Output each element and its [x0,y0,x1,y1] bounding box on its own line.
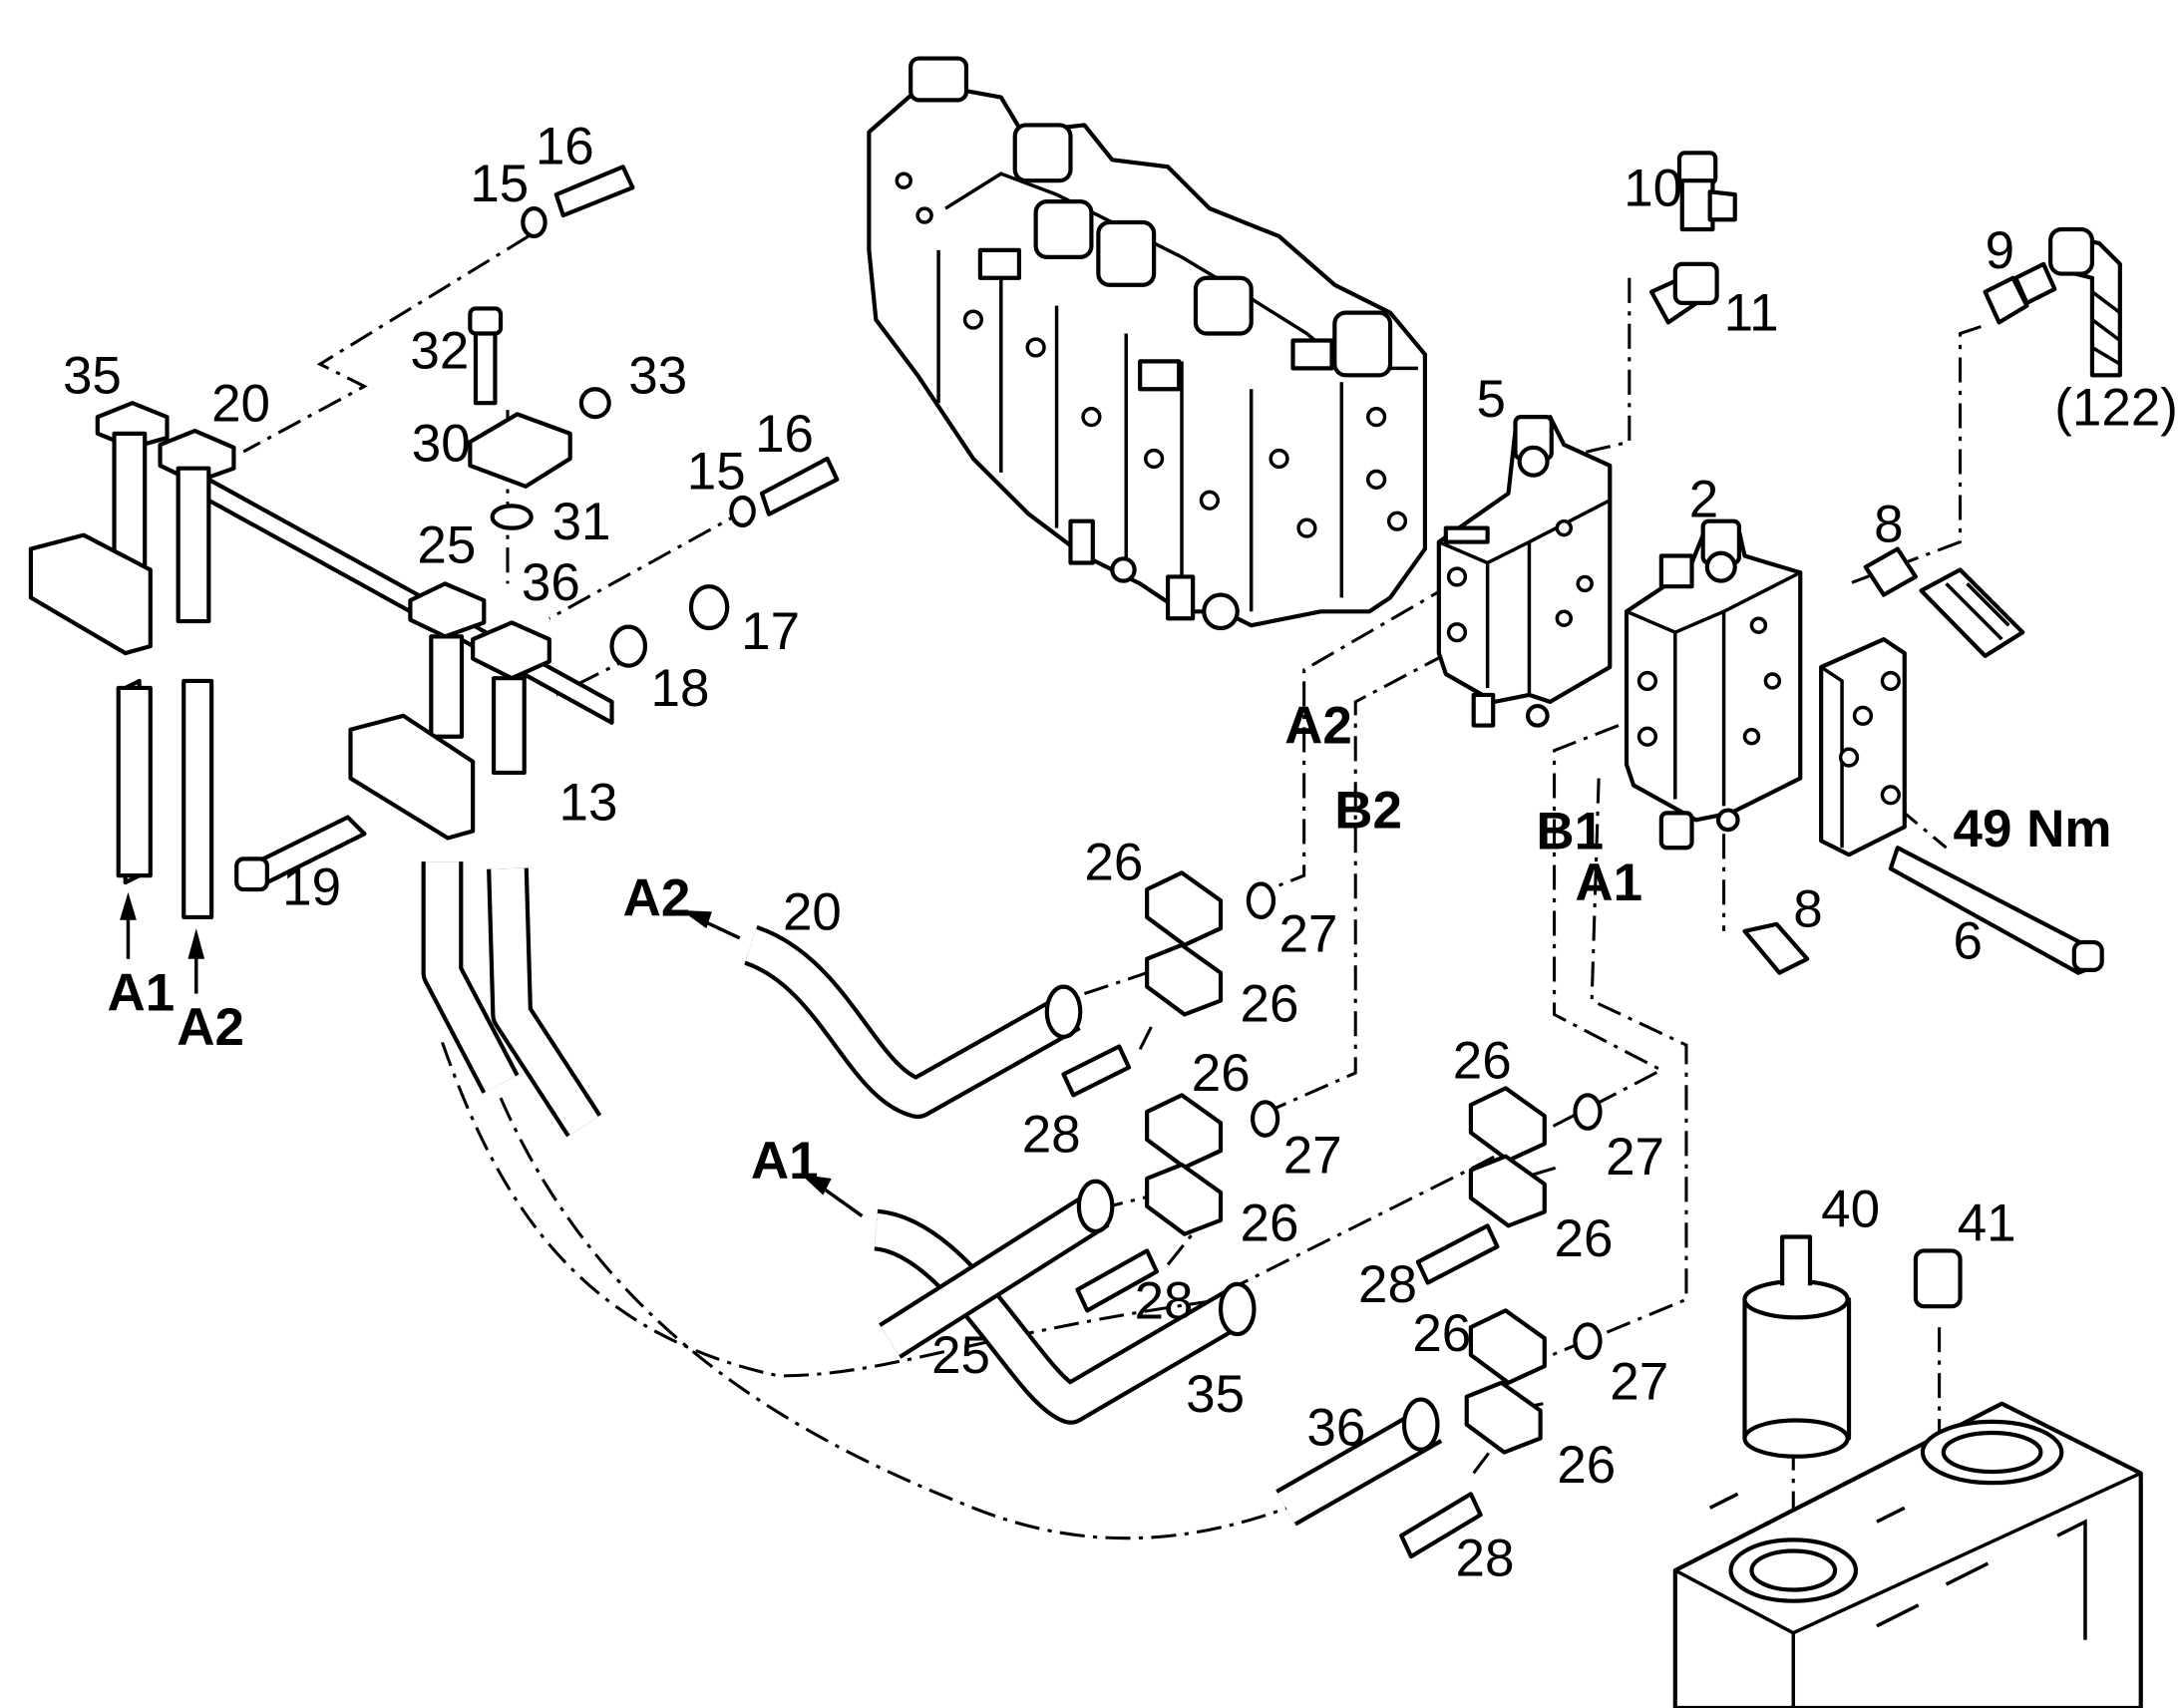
label-122: (122) [2054,379,2178,438]
label-A2: A2 [623,869,691,928]
flange-clamps [1061,870,1603,1559]
label-10: 10 [1624,159,1682,217]
label-torque: 49 Nm [1954,800,2112,858]
part-labels: 16 15 10 11 9 (122) 35 20 32 33 30 5 16 … [63,117,2178,1587]
label-25: 25 [931,1326,990,1385]
label-33: 33 [628,346,687,405]
label-28: 28 [1456,1530,1515,1588]
label-15: 15 [687,443,746,502]
label-36: 36 [1306,1399,1365,1458]
fittings [1649,151,2122,975]
label-26: 26 [1412,1304,1471,1363]
label-A1: A1 [108,963,176,1022]
label-26: 26 [1241,974,1299,1033]
label-26: 26 [1453,1032,1512,1091]
label-8: 8 [1793,880,1822,939]
label-28: 28 [1135,1272,1194,1331]
label-31: 31 [552,493,611,551]
label-18: 18 [651,659,710,718]
main-control-valve-block [867,56,1428,631]
label-40: 40 [1821,1181,1880,1239]
label-15: 15 [470,155,529,213]
label-27: 27 [1283,1126,1342,1185]
label-9: 9 [1986,221,2014,280]
label-28: 28 [1358,1255,1417,1314]
label-26: 26 [1555,1209,1614,1268]
label-20: 20 [783,882,842,941]
label-35: 35 [63,346,122,405]
label-26: 26 [1241,1195,1299,1253]
label-B2: B2 [1334,782,1402,841]
label-17: 17 [741,602,800,661]
label-26: 26 [1084,833,1143,891]
label-8: 8 [1874,496,1903,554]
label-41: 41 [1958,1195,2016,1253]
label-26: 26 [1192,1044,1251,1103]
label-19: 19 [282,857,341,916]
label-6: 6 [1954,912,1983,971]
label-13: 13 [559,773,618,832]
label-36: 36 [522,553,580,612]
label-27: 27 [1610,1353,1668,1412]
label-16: 16 [755,405,814,464]
label-30: 30 [412,415,471,474]
valve-section-2 [1624,518,1803,851]
label-28: 28 [1022,1105,1081,1164]
tubes [421,861,1443,1527]
label-35: 35 [1186,1365,1245,1424]
left-mounting-assembly [28,401,614,920]
label-5: 5 [1476,370,1505,429]
label-20: 20 [211,374,270,433]
label-27: 27 [1279,905,1338,964]
label-A2: A2 [177,998,244,1057]
label-A1: A1 [751,1132,819,1191]
label-A2: A2 [1284,697,1352,756]
label-16: 16 [536,117,594,175]
label-A1: A1 [1575,854,1642,912]
label-26: 26 [1557,1436,1616,1495]
label-25: 25 [417,515,476,574]
label-27: 27 [1606,1128,1664,1187]
cover-plate-6 [1819,637,2104,975]
label-32: 32 [410,321,469,380]
label-2: 2 [1689,470,1718,528]
valve-section-5 [1436,415,1613,728]
flow-arrows [120,891,864,1218]
label-B1: B1 [1536,803,1604,861]
tank-assembly [1672,1234,2143,1708]
label-11: 11 [1724,284,1779,343]
small-hardware [468,165,840,668]
